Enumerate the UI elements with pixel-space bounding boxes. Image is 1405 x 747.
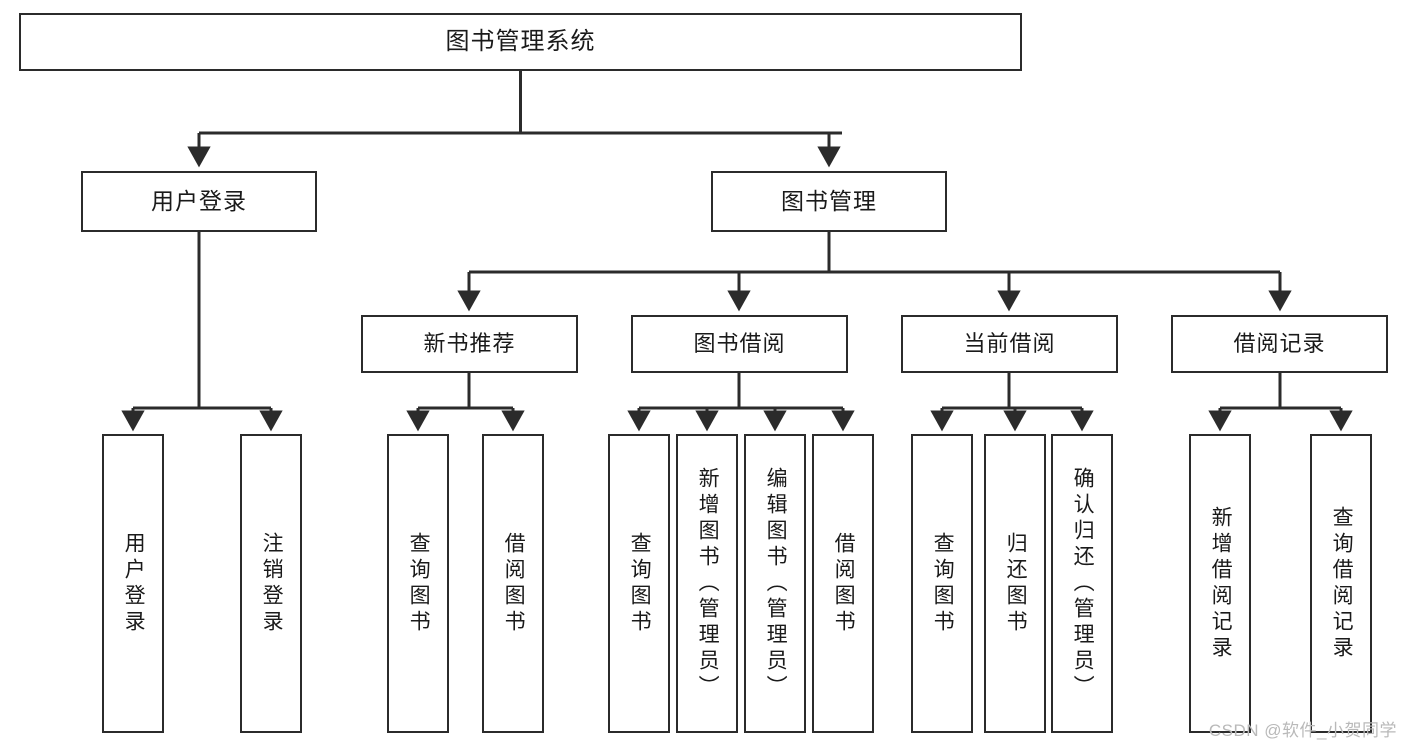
node-new-book-recommend[interactable]: 新书推荐 [361,315,578,373]
node-leaf-add-record-label: 新增借阅记录 [1209,505,1233,662]
node-leaf-query-book-3-label: 查询图书 [931,531,955,636]
node-leaf-query-record[interactable]: 查询借阅记录 [1310,434,1372,733]
connector-book-manage-to-level2 [457,232,1292,312]
node-leaf-logout-label: 注销登录 [260,531,284,636]
node-leaf-borrow-book-1-label: 借阅图书 [502,531,526,636]
node-leaf-user-login[interactable]: 用户登录 [102,434,164,733]
connector-new-book-recommend-to-leaves [406,373,525,432]
node-leaf-add-book-label: 新增图书（管理员） [696,466,720,701]
node-leaf-query-book-2-label: 查询图书 [628,531,652,636]
connector-root-to-level1 [187,71,842,168]
node-borrow-record[interactable]: 借阅记录 [1171,315,1388,373]
node-leaf-query-record-label: 查询借阅记录 [1330,505,1354,662]
node-leaf-return-book[interactable]: 归还图书 [984,434,1046,733]
node-leaf-borrow-book-1[interactable]: 借阅图书 [482,434,544,733]
node-leaf-add-book[interactable]: 新增图书（管理员） [676,434,738,733]
node-leaf-edit-book[interactable]: 编辑图书（管理员） [744,434,806,733]
connector-borrow-record-to-leaves [1208,373,1353,432]
node-leaf-query-book-1[interactable]: 查询图书 [387,434,449,733]
node-leaf-user-login-label: 用户登录 [122,531,146,636]
node-leaf-borrow-book-2-label: 借阅图书 [832,531,856,636]
node-current-borrow-label: 当前借阅 [963,331,1056,357]
node-leaf-confirm-return[interactable]: 确认归还（管理员） [1051,434,1113,733]
node-new-book-recommend-label: 新书推荐 [423,331,516,357]
node-root-label: 图书管理系统 [445,28,596,55]
node-leaf-edit-book-label: 编辑图书（管理员） [764,466,788,701]
node-leaf-query-book-2[interactable]: 查询图书 [608,434,670,733]
node-borrow-record-label: 借阅记录 [1233,331,1326,357]
node-user-login[interactable]: 用户登录 [81,171,317,232]
node-root[interactable]: 图书管理系统 [19,13,1022,71]
node-leaf-logout[interactable]: 注销登录 [240,434,302,733]
node-book-borrow[interactable]: 图书借阅 [631,315,848,373]
node-user-login-label: 用户登录 [151,188,247,215]
node-leaf-borrow-book-2[interactable]: 借阅图书 [812,434,874,733]
node-leaf-query-book-1-label: 查询图书 [407,531,431,636]
node-current-borrow[interactable]: 当前借阅 [901,315,1118,373]
node-book-manage[interactable]: 图书管理 [711,171,947,232]
connector-current-borrow-to-leaves [930,373,1094,432]
node-book-manage-label: 图书管理 [781,188,877,215]
watermark: CSDN @软件_小贺同学 [1208,721,1397,740]
node-leaf-return-book-label: 归还图书 [1004,531,1028,636]
node-leaf-query-book-3[interactable]: 查询图书 [911,434,973,733]
connector-user-login-to-leaves [121,232,283,432]
node-leaf-confirm-return-label: 确认归还（管理员） [1071,466,1095,701]
node-book-borrow-label: 图书借阅 [693,331,786,357]
connector-book-borrow-to-leaves [627,373,855,432]
node-leaf-add-record[interactable]: 新增借阅记录 [1189,434,1251,733]
